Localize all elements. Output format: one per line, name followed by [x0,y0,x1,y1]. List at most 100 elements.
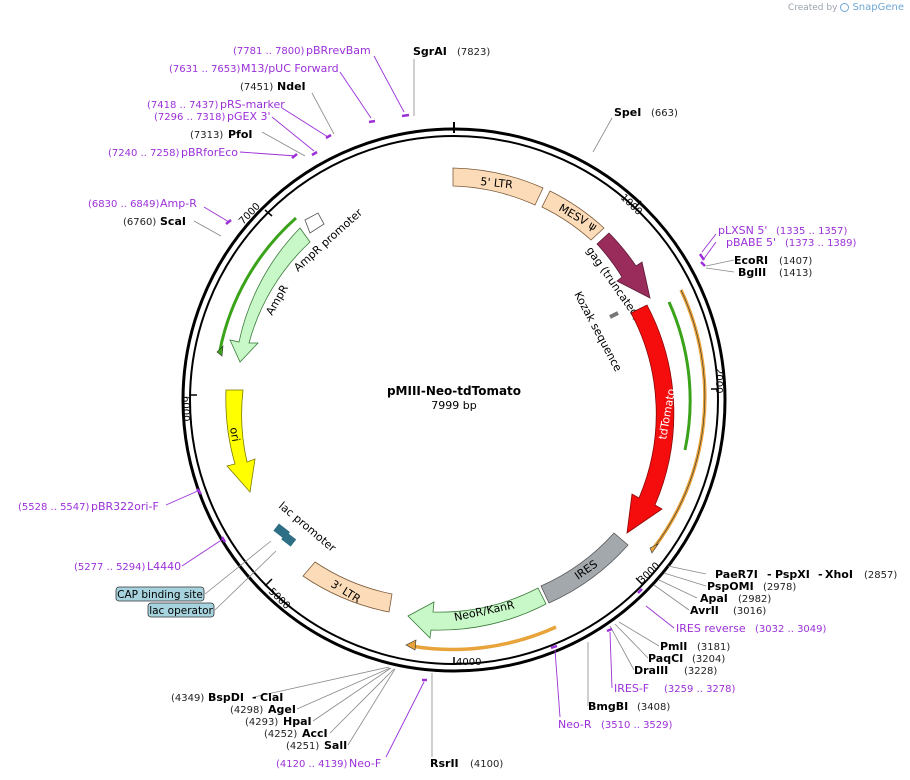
primer-pbabe5-range: (1373 .. 1389) [785,238,857,249]
primer-prs-marker[interactable]: pRS-marker [220,98,285,111]
primer-prs-marker-range: (7418 .. 7437) [147,100,219,111]
gag-feature[interactable] [596,232,651,299]
primer-ires-reverse[interactable]: IRES reverse [676,622,746,635]
primer-ires-f[interactable]: IRES-F [614,682,649,695]
site-agei[interactable]: AgeI [268,703,296,716]
kozak-feature[interactable] [609,311,619,319]
mesv-psi-feature[interactable] [541,190,605,241]
ampr-feature[interactable] [229,227,311,363]
site-sgrai[interactable]: SgrAI [413,45,447,58]
tick-3000 [635,577,644,586]
primer-pgex3-range: (7296 .. 7318) [154,112,226,123]
site-bglii[interactable]: BglII [738,266,766,279]
ltr5-feature[interactable] [452,167,544,206]
site-paqci[interactable]: PaqCI [648,652,683,665]
primer-pbabe5[interactable]: pBABE 5' [726,236,776,249]
site-ecori[interactable]: EcoRI [734,254,768,267]
primer-pbrforeco[interactable]: pBRforEco [181,146,238,159]
primer-pbr322ori-f[interactable]: pBR322ori-F [91,500,159,513]
site-paqci-pos: (3204) [692,654,725,665]
tick-1000 [633,200,642,210]
primer-m13-puc-forward[interactable]: M13/pUC Forward [241,62,339,75]
primer-l4440[interactable]: L4440 [147,560,181,573]
orf-neor-orange [410,625,557,652]
tick-label-3000: 3000 [636,561,662,587]
site-dash-2: - [818,568,823,581]
site-sali[interactable]: SalI [324,739,347,752]
site-bglii-pos: (1413) [779,268,812,279]
site-spei[interactable]: SpeI [614,106,641,119]
kozak-label: Kozak sequence [571,289,624,374]
tdtomato-feature[interactable] [626,304,675,534]
plasmid-name: pMIII-Neo-tdTomato [387,384,521,398]
tick-label-4000: 4000 [456,657,481,668]
orf-tdtomato-arrowhead [649,543,659,554]
site-avrii[interactable]: AvrII [690,604,719,617]
site-bmgbi[interactable]: BmgBI [588,700,628,713]
tick-5000 [264,578,273,587]
site-spei-pos: (663) [651,108,678,119]
site-avrii-pos: (3016) [733,606,766,617]
site-dash-1: - [767,568,772,581]
orf-ampr-arrowhead [216,345,224,357]
cap-binding-site-label: CAP binding site [117,589,203,601]
neor-kanr-feature[interactable] [407,587,547,639]
site-pmli[interactable]: PmlI [660,640,687,653]
lac-operator-feature[interactable] [281,532,297,547]
tick-label-2000: 2000 [713,368,724,393]
site-pfoi[interactable]: PfoI [228,128,253,141]
primer-neo-f-range: (4120 .. 4139) [276,759,348,770]
ires-feature[interactable] [540,532,629,604]
primer-pbrforeco-range: (7240 .. 7258) [108,148,180,159]
site-pspomi[interactable]: PspOMI [707,580,754,593]
restriction-sites: SgrAI (7823) SpeI (663) (7451) NdeI (731… [123,45,897,770]
primer-ires-f-range: (3259 .. 3278) [664,684,736,695]
site-hpai[interactable]: HpaI [283,715,312,728]
site-xhoi[interactable]: XhoI [825,568,853,581]
site-apai[interactable]: ApaI [700,592,728,605]
ltr5-label: 5' LTR [480,175,514,191]
primer-plxsn5-range: (1335 .. 1357) [776,226,848,237]
site-pspxi[interactable]: PspXI [775,568,810,581]
feature-callouts: CAP binding site lac operator [115,586,215,618]
site-ndei[interactable]: NdeI [277,80,306,93]
site-sgrai-pos: (7823) [457,47,490,58]
site-ndei-pos: (7451) [240,82,273,93]
site-scai[interactable]: ScaI [160,215,186,228]
primer-pbrrevbam[interactable]: pBRrevBam [306,44,371,57]
primer-neo-f[interactable]: Neo-F [349,757,381,770]
site-apai-pos: (2982) [738,594,771,605]
primers: (7781 .. 7800) pBRrevBam (7631 .. 7653) … [18,44,857,770]
primer-amp-r-range: (6830 .. 6849) [88,199,160,210]
orf-ampr-green [218,216,297,351]
site-pspomi-pos: (2978) [763,582,796,593]
orf-tdtomato-green [667,301,692,451]
site-acci[interactable]: AccI [302,727,328,740]
ltr3-feature[interactable] [302,561,393,613]
site-rsrii[interactable]: RsrII [430,757,459,770]
primer-neo-r[interactable]: Neo-R [558,718,592,731]
site-clai[interactable]: ClaI [260,691,283,704]
primer-neo-r-range: (3510 .. 3529) [601,720,673,731]
primer-pbrrevbam-range: (7781 .. 7800) [233,46,305,57]
site-paer7i[interactable]: PaeR7I [715,568,758,581]
site-bspdi[interactable]: BspDI [208,691,244,704]
primer-plxsn5[interactable]: pLXSN 5' [718,224,767,237]
site-rsrii-pos: (4100) [470,759,503,770]
site-draiii[interactable]: DraIII [634,664,668,677]
ori-feature[interactable] [225,389,256,493]
site-ecori-pos: (1407) [779,256,812,267]
primer-amp-r[interactable]: Amp-R [160,197,197,210]
primer-ires-reverse-range: (3032 .. 3049) [755,624,827,635]
credit-brand: SnapGene [852,2,904,13]
cap-binding-site-box[interactable] [115,586,205,602]
primer-pgex3[interactable]: pGEX 3' [227,110,271,123]
primer-pbr322ori-f-range: (5528 .. 5547) [18,502,90,513]
credit-prefix: Created by [787,2,838,13]
leader-lines [193,59,735,757]
orf-neor-arrowhead [405,639,417,651]
lac-operator-box[interactable] [147,602,215,618]
ampr-promoter-feature[interactable] [304,212,325,234]
plasmid-length: 7999 bp [431,399,476,412]
